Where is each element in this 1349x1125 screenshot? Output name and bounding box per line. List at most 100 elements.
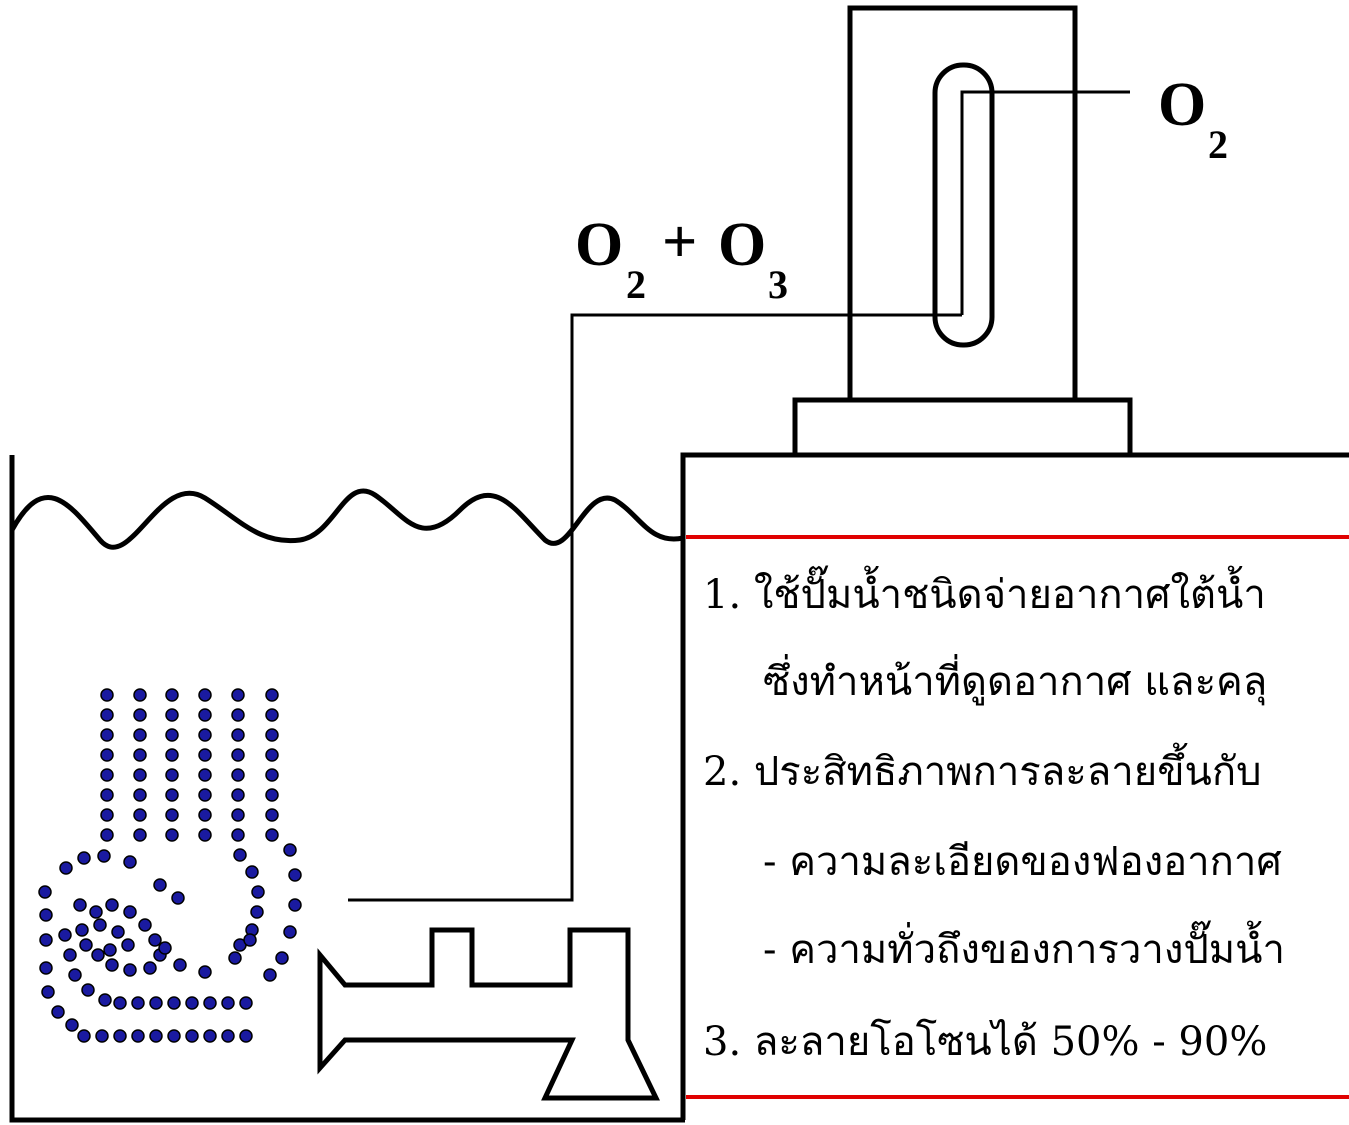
bubble (131, 996, 145, 1010)
bubble (100, 728, 114, 742)
bubble (221, 996, 235, 1010)
bubble (203, 1029, 217, 1043)
bubble (73, 898, 87, 912)
bubble (89, 905, 103, 919)
bubble (133, 768, 147, 782)
bubble (153, 878, 167, 892)
bubble (165, 748, 179, 762)
bubble (165, 828, 179, 842)
bubble (265, 708, 279, 722)
note-line-5: - ความทั่วถึงของการวางปั๊มน้ำ (763, 920, 1285, 973)
bubble (39, 961, 53, 975)
bubble (198, 768, 212, 782)
bubble (81, 983, 95, 997)
bubble (231, 688, 245, 702)
bubble (231, 828, 245, 842)
info-text: 1. ใช้ปั๊มน้ำชนิดจ่ายอากาศใต้น้ำ ซึ่งทำห… (703, 565, 1285, 1065)
bubble (100, 788, 114, 802)
bubble (165, 708, 179, 722)
bubble (123, 905, 137, 919)
bubble (265, 748, 279, 762)
bubble (149, 996, 163, 1010)
bubble (75, 923, 89, 937)
bubble (265, 828, 279, 842)
submersible-pump (317, 927, 660, 1101)
note-line-1: 1. ใช้ปั๊มน้ำชนิดจ่ายอากาศใต้น้ำ (703, 565, 1266, 618)
bubble (275, 951, 289, 965)
mixture-label-o2: O (575, 211, 623, 279)
bubble (79, 938, 93, 952)
bubble (198, 828, 212, 842)
note-line-4: - ความละเอียดของฟองอากาศ (763, 839, 1282, 885)
air-bubbles (38, 688, 302, 1043)
bubble (198, 728, 212, 742)
bubble (198, 748, 212, 762)
bubble (143, 961, 157, 975)
bubble (251, 885, 265, 899)
bubble (105, 958, 119, 972)
bubble (231, 768, 245, 782)
bubble (95, 1029, 109, 1043)
bubble (59, 861, 73, 875)
bubble (91, 948, 105, 962)
bubble (133, 688, 147, 702)
ozone-gas-line (348, 313, 962, 902)
bubble (198, 708, 212, 722)
bubble (133, 808, 147, 822)
mixture-label-o3-subscript: 3 (768, 262, 788, 307)
bubble (288, 868, 302, 882)
bubble (250, 905, 264, 919)
bubble (123, 855, 137, 869)
bubble (103, 943, 117, 957)
bubble (38, 885, 52, 899)
bubble (100, 808, 114, 822)
bubble (203, 996, 217, 1010)
bubble (239, 1029, 253, 1043)
bubble (233, 848, 247, 862)
bubble (198, 788, 212, 802)
bubble (198, 808, 212, 822)
info-panel-frame (680, 452, 1349, 1120)
bubble (283, 925, 297, 939)
bubble (93, 918, 107, 932)
bubble (231, 788, 245, 802)
bubble (100, 768, 114, 782)
ozone-generator-base (792, 397, 1133, 458)
oxygen-label-subscript: 2 (1208, 122, 1228, 167)
bubble (131, 1029, 145, 1043)
bubble (100, 828, 114, 842)
bubble (231, 728, 245, 742)
bubble (51, 1005, 65, 1019)
bubble (100, 708, 114, 722)
bubble (231, 748, 245, 762)
bubble (185, 1029, 199, 1043)
bubble (39, 933, 53, 947)
bubble (133, 828, 147, 842)
bubble (221, 1029, 235, 1043)
oxygen-label: O (1158, 71, 1206, 139)
bubble (265, 728, 279, 742)
bubble (265, 688, 279, 702)
water-tank (9, 455, 685, 1123)
note-line-2: ซึ่งทำหน้าที่ดูดอากาศ และคลุ (763, 654, 1267, 706)
bubble (173, 958, 187, 972)
bubble (263, 968, 277, 982)
bubble (165, 788, 179, 802)
water-surface-wave (9, 488, 684, 550)
bubble (68, 968, 82, 982)
bubble (113, 996, 127, 1010)
bubble (165, 768, 179, 782)
bubble (77, 851, 91, 865)
mixture-plus: + (662, 208, 697, 276)
bubble (138, 918, 152, 932)
bubble (265, 808, 279, 822)
bubble (98, 993, 112, 1007)
bubble (198, 688, 212, 702)
bubble (171, 891, 185, 905)
bubble (133, 748, 147, 762)
bubble (149, 1029, 163, 1043)
bubble (167, 996, 181, 1010)
bubble (165, 808, 179, 822)
bubble (65, 1018, 79, 1032)
